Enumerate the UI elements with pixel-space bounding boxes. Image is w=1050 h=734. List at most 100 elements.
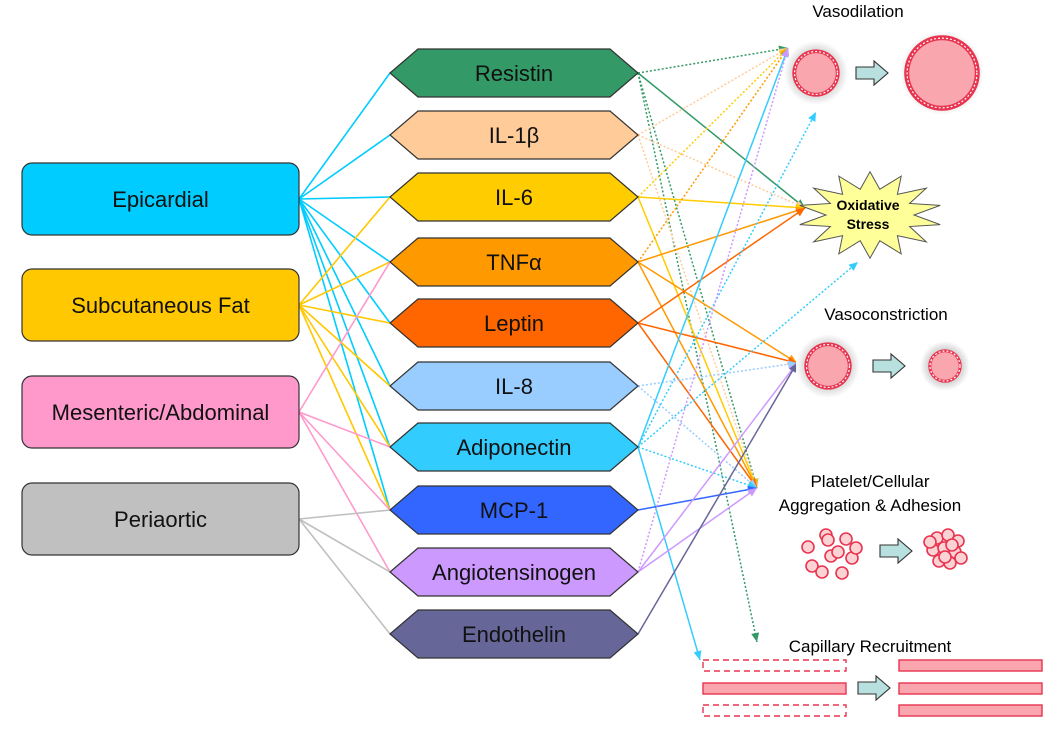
effect-link xyxy=(637,261,758,489)
adipokine-hexagon-shape xyxy=(389,422,639,472)
effect-link xyxy=(637,134,806,209)
effect-link xyxy=(637,47,789,263)
capillary xyxy=(702,659,847,672)
adipokine-label: Endothelin xyxy=(462,622,566,647)
capillary-panel: Capillary Recruitment xyxy=(702,637,1043,717)
block-arrow-shape xyxy=(872,352,906,380)
platelet-label-line-1: Platelet/Cellular xyxy=(810,472,929,491)
arrowhead xyxy=(848,262,858,271)
depot-link xyxy=(298,198,391,511)
platelet xyxy=(938,550,952,564)
vessel-elastic-lamina xyxy=(906,37,978,109)
vessel-elastic-lamina xyxy=(929,350,961,382)
capillary-label: Capillary Recruitment xyxy=(789,637,952,656)
effect-link xyxy=(637,207,806,263)
effect-link xyxy=(637,47,789,573)
capillary xyxy=(898,682,1043,695)
adipokine-hexagon: Leptin xyxy=(389,298,639,348)
arrowhead xyxy=(795,208,805,217)
effect-link xyxy=(637,47,789,448)
effect-link xyxy=(637,322,798,364)
block-arrow-shape xyxy=(857,674,891,702)
effect-link xyxy=(637,47,789,198)
adipokine-label: MCP-1 xyxy=(480,498,548,523)
adipokine-label: IL-8 xyxy=(495,374,533,399)
capillary xyxy=(898,704,1043,717)
platelet xyxy=(923,535,937,549)
vasoconstriction-panel: Vasoconstriction xyxy=(796,305,970,398)
platelet-panel: Platelet/Cellular Aggregation & Adhesion xyxy=(779,472,968,580)
depot-link xyxy=(298,198,391,387)
platelet xyxy=(821,533,835,547)
effect-link xyxy=(637,322,758,489)
vessel-dilated-icon xyxy=(900,31,984,115)
adipokine-hexagon: Endothelin xyxy=(389,609,639,659)
depot-link xyxy=(298,134,391,200)
depot-link xyxy=(298,198,391,263)
arrowhead xyxy=(751,632,760,642)
adipokine-label: IL-1β xyxy=(489,123,540,148)
depot-box-shape xyxy=(21,375,300,449)
adipokine-hexagon-shape xyxy=(389,485,639,535)
capillary xyxy=(702,682,847,695)
vasodilation-label: Vasodilation xyxy=(812,2,903,21)
platelet-label-line-2: Aggregation & Adhesion xyxy=(779,496,961,515)
capillary xyxy=(702,704,847,717)
depot-link xyxy=(298,198,391,448)
depot-label: Epicardial xyxy=(112,187,209,212)
adipokine-hexagon: IL-8 xyxy=(389,361,639,411)
platelet xyxy=(839,532,853,546)
adipokine-hexagon: IL-1β xyxy=(389,110,639,160)
oxidative-stress-line-1: Oxidative xyxy=(836,197,899,213)
depot-label: Subcutaneous Fat xyxy=(71,293,250,318)
depot-link xyxy=(298,198,391,324)
effect-link xyxy=(637,72,758,489)
vessel-normal-icon xyxy=(796,334,860,398)
effect-link xyxy=(637,72,758,643)
platelet xyxy=(831,545,845,559)
capillaries-sparse-icon xyxy=(702,659,847,717)
platelet xyxy=(945,538,959,552)
effect-link xyxy=(637,111,817,448)
arrowhead xyxy=(747,488,757,497)
depot-link xyxy=(298,509,391,520)
platelet xyxy=(954,551,968,565)
adipokine-hexagon-shape xyxy=(389,609,639,659)
arrowhead xyxy=(808,112,816,122)
effect-link xyxy=(637,72,806,209)
block-arrow-icon xyxy=(857,674,891,702)
depot-link xyxy=(298,411,391,448)
aggregated-platelets-icon xyxy=(923,528,968,570)
vasoconstriction-label: Vasoconstriction xyxy=(824,305,947,324)
depot-box: Periaortic xyxy=(21,482,300,556)
depot-link xyxy=(298,196,391,306)
depot-link xyxy=(298,518,391,573)
adipokine-hexagon: TNFα xyxy=(389,237,639,287)
platelet xyxy=(849,541,863,555)
adipokine-label: Resistin xyxy=(475,61,553,86)
depot-link xyxy=(298,261,391,306)
depot-label: Periaortic xyxy=(114,507,207,532)
platelet xyxy=(835,566,849,580)
adipokine-hexagon-shape xyxy=(389,172,639,222)
vessel-lumen xyxy=(909,40,975,106)
oxidative-stress-line-2: Stress xyxy=(847,216,890,232)
effect-link xyxy=(637,446,701,661)
adipokine-label: IL-6 xyxy=(495,185,533,210)
adipokine-hexagon-shape xyxy=(389,110,639,160)
depot-link xyxy=(298,304,391,387)
adipokine-hexagon-shape xyxy=(389,298,639,348)
effect-link xyxy=(637,362,798,387)
effect-link xyxy=(637,47,789,136)
depot-link xyxy=(298,261,391,413)
depot-link xyxy=(298,304,391,324)
effect-link xyxy=(637,196,758,489)
platelet xyxy=(801,540,815,554)
effect-link xyxy=(637,261,798,364)
oxidative-stress-panel: Oxidative Stress xyxy=(799,170,941,260)
effect-link xyxy=(637,446,758,489)
depot-link xyxy=(298,518,391,635)
depot-label: Mesenteric/Abdominal xyxy=(52,400,270,425)
adipokine-label: Leptin xyxy=(484,311,544,336)
vasodilation-panel: Vasodilation xyxy=(784,2,984,115)
